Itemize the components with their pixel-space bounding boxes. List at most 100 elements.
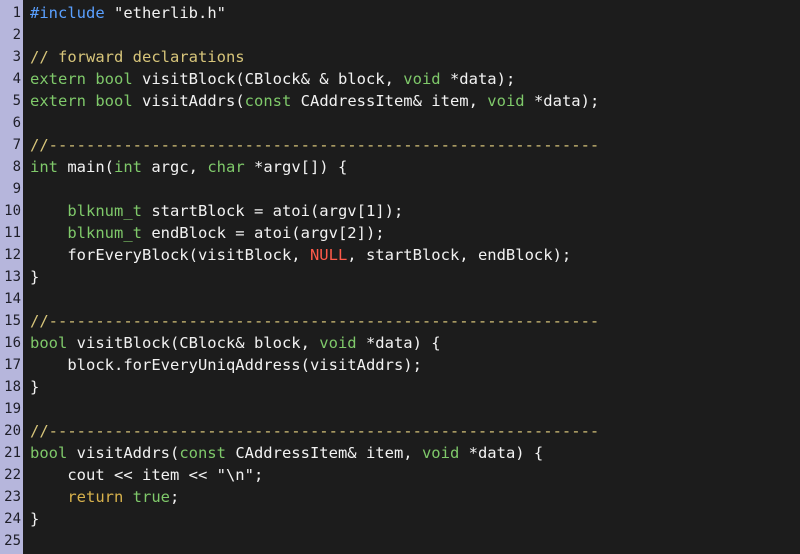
code-text[interactable]: int main(int argc, char *argv[]) { (30, 156, 347, 178)
code-token: NULL (309, 246, 348, 264)
code-text[interactable]: //--------------------------------------… (30, 310, 599, 332)
code-line[interactable]: 4 extern bool visitBlock(CBlock& & block,… (0, 68, 800, 90)
code-token: bool (95, 92, 133, 110)
code-text[interactable]: blknum_t endBlock = atoi(argv[2]); (30, 222, 384, 244)
code-text[interactable]: return true; (30, 486, 179, 508)
code-line[interactable]: 21 bool visitAddrs(const CAddressItem& it… (0, 442, 800, 464)
line-number: 21 (4, 445, 21, 461)
code-text[interactable]: } (30, 508, 39, 530)
code-text[interactable]: // forward declarations (30, 46, 245, 68)
code-token: const (179, 444, 226, 462)
code-token (123, 488, 132, 506)
code-text[interactable]: //--------------------------------------… (30, 134, 599, 156)
line-number: 3 (12, 49, 21, 65)
code-token: blknum_t (67, 224, 142, 242)
code-text[interactable]: bool visitBlock(CBlock& block, void *dat… (30, 332, 441, 354)
line-number: 4 (12, 71, 21, 87)
code-line[interactable]: 24} (0, 508, 800, 530)
code-token: char (207, 158, 245, 176)
line-number: 24 (4, 511, 21, 527)
code-line[interactable]: 20 //------------------------------------… (0, 420, 800, 442)
code-token: bool (30, 334, 68, 352)
line-number: 9 (12, 181, 21, 197)
code-text[interactable]: cout << item << "\n"; (30, 464, 263, 486)
code-token: return (67, 488, 124, 506)
code-token: int (114, 158, 142, 176)
code-line[interactable]: 11 blknum_t endBlock = atoi(argv[2]); (0, 222, 800, 244)
code-line[interactable]: 9 (0, 178, 800, 200)
line-number: 16 (4, 335, 21, 351)
code-token: blknum_t (67, 202, 142, 220)
code-text[interactable]: forEveryBlock(visitBlock, NULL, startBlo… (30, 244, 571, 266)
code-line[interactable]: 6 (0, 112, 800, 134)
code-text[interactable]: bool visitAddrs(const CAddressItem& item… (30, 442, 543, 464)
code-token (30, 488, 67, 506)
code-token: , startBlock, endBlock); (347, 246, 572, 264)
code-token: //--------------------------------------… (30, 312, 600, 330)
code-text[interactable]: extern bool visitBlock(CBlock& & block, … (30, 68, 515, 90)
code-token: visitBlock(CBlock& & block, (132, 70, 404, 88)
code-line[interactable]: 22 cout << item << "\n"; (0, 464, 800, 486)
code-token: const (244, 92, 292, 110)
line-number: 1 (12, 5, 21, 21)
code-token: visitBlock(CBlock& block, (67, 334, 320, 352)
line-number: 8 (12, 159, 21, 175)
code-text[interactable]: } (30, 376, 39, 398)
code-line[interactable]: 13} (0, 266, 800, 288)
code-token: argc, (142, 158, 208, 176)
code-line[interactable]: 14 (0, 288, 800, 310)
code-line[interactable]: 3 // forward declarations (0, 46, 800, 68)
code-token: #include (30, 4, 114, 22)
code-line[interactable]: 2 (0, 24, 800, 46)
code-line[interactable]: 1 #include "etherlib.h" (0, 2, 800, 24)
code-token (30, 224, 67, 242)
code-token: void (421, 444, 460, 462)
code-token: } (30, 268, 40, 286)
code-text[interactable]: blknum_t startBlock = atoi(argv[1]); (30, 200, 403, 222)
code-text[interactable]: } (30, 266, 39, 288)
code-token: true (132, 488, 170, 506)
line-number: 20 (4, 423, 21, 439)
code-line[interactable]: 17 block.forEveryUniqAddress(visitAddrs)… (0, 354, 800, 376)
code-line[interactable]: 18} (0, 376, 800, 398)
line-number: 7 (12, 137, 21, 153)
code-token: forEveryBlock(visitBlock, (30, 246, 310, 264)
line-number: 22 (4, 467, 21, 483)
code-token (86, 70, 95, 88)
code-token: *argv[]) { (244, 158, 348, 176)
line-number: 12 (4, 247, 21, 263)
code-text[interactable]: #include "etherlib.h" (30, 2, 226, 24)
code-token: void (319, 334, 357, 352)
code-token: block.forEveryUniqAddress(visitAddrs); (30, 356, 422, 374)
code-token: startBlock = atoi(argv[1]); (141, 202, 404, 220)
code-token (30, 202, 67, 220)
code-line[interactable]: 8 int main(int argc, char *argv[]) { (0, 156, 800, 178)
code-token: } (30, 378, 40, 396)
code-token: //--------------------------------------… (30, 422, 600, 440)
code-line[interactable]: 23 return true; (0, 486, 800, 508)
code-line[interactable]: 19 (0, 398, 800, 420)
code-token: CAddressItem& item, (291, 92, 488, 110)
line-number: 19 (4, 401, 21, 417)
code-token: *data) { (356, 334, 441, 352)
code-text[interactable]: extern bool visitAddrs(const CAddressIte… (30, 90, 599, 112)
code-line[interactable]: 7 //-------------------------------------… (0, 134, 800, 156)
code-line[interactable]: 25 (0, 530, 800, 552)
line-number: 6 (12, 115, 21, 131)
code-token: *data); (524, 92, 600, 110)
line-number: 11 (4, 225, 21, 241)
code-line[interactable]: 10 blknum_t startBlock = atoi(argv[1]); (0, 200, 800, 222)
code-token: "etherlib.h" (114, 4, 226, 22)
code-line[interactable]: 15//------------------------------------… (0, 310, 800, 332)
code-text[interactable]: block.forEveryUniqAddress(visitAddrs); (30, 354, 422, 376)
code-token: extern (30, 70, 86, 88)
line-number: 23 (4, 489, 21, 505)
code-text[interactable]: //--------------------------------------… (30, 420, 599, 442)
code-line[interactable]: 12 forEveryBlock(visitBlock, NULL, start… (0, 244, 800, 266)
code-line[interactable]: 16 bool visitBlock(CBlock& block, void *d… (0, 332, 800, 354)
code-token (86, 92, 95, 110)
code-token: int (30, 158, 58, 176)
code-token: visitAddrs( (67, 444, 180, 462)
